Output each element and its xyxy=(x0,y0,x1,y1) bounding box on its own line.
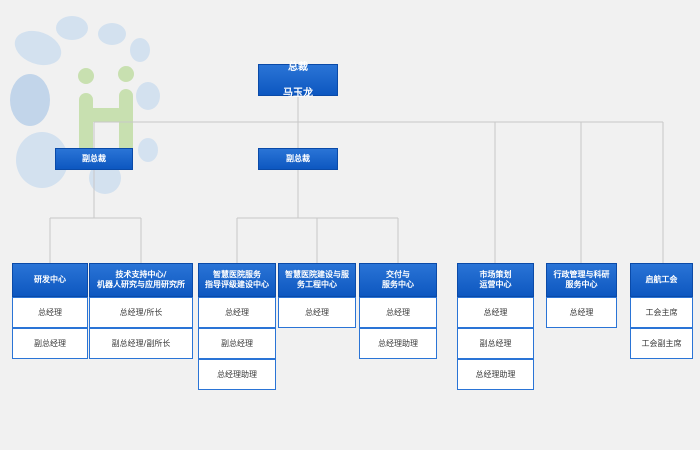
vice-president-box[interactable]: 副总裁 xyxy=(55,148,133,170)
role-cell[interactable]: 总经理/所长 xyxy=(89,297,193,328)
department-header[interactable]: 研发中心 xyxy=(12,263,88,297)
role-cell[interactable]: 总经理 xyxy=(546,297,617,328)
role-cell[interactable]: 总经理助理 xyxy=(198,359,276,390)
role-cell[interactable]: 总经理助理 xyxy=(457,359,534,390)
role-cell[interactable]: 总经理 xyxy=(198,297,276,328)
department-header[interactable]: 市场策划 运营中心 xyxy=(457,263,534,297)
department-header[interactable]: 智慧医院建设与服 务工程中心 xyxy=(278,263,356,297)
role-cell[interactable]: 总经理 xyxy=(359,297,437,328)
logo-letters xyxy=(79,89,133,159)
department-header[interactable]: 交付与 服务中心 xyxy=(359,263,437,297)
hospital-logo-watermark xyxy=(10,16,160,194)
department-header[interactable]: 智慧医院服务 指导评级建设中心 xyxy=(198,263,276,297)
role-cell[interactable]: 工会副主席 xyxy=(630,328,693,359)
role-cell[interactable]: 总经理 xyxy=(12,297,88,328)
role-cell[interactable]: 总经理 xyxy=(278,297,356,328)
vice-president-box[interactable]: 副总裁 xyxy=(258,148,338,170)
role-cell[interactable]: 工会主席 xyxy=(630,297,693,328)
logo-bubbles xyxy=(10,16,160,194)
role-cell[interactable]: 副总经理 xyxy=(457,328,534,359)
role-cell[interactable]: 副总经理/副所长 xyxy=(89,328,193,359)
president-title: 总裁 xyxy=(288,61,308,73)
president-name: 马玉龙 xyxy=(283,87,313,99)
department-header[interactable]: 行政管理与科研 服务中心 xyxy=(546,263,617,297)
role-cell[interactable]: 总经理 xyxy=(457,297,534,328)
president-box[interactable]: 总裁 马玉龙 xyxy=(258,61,338,99)
role-cell[interactable]: 副总经理 xyxy=(198,328,276,359)
department-header[interactable]: 启航工会 xyxy=(630,263,693,297)
role-cell[interactable]: 副总经理 xyxy=(12,328,88,359)
role-cell[interactable]: 总经理助理 xyxy=(359,328,437,359)
department-header[interactable]: 技术支持中心/ 机器人研究与应用研究所 xyxy=(89,263,193,297)
